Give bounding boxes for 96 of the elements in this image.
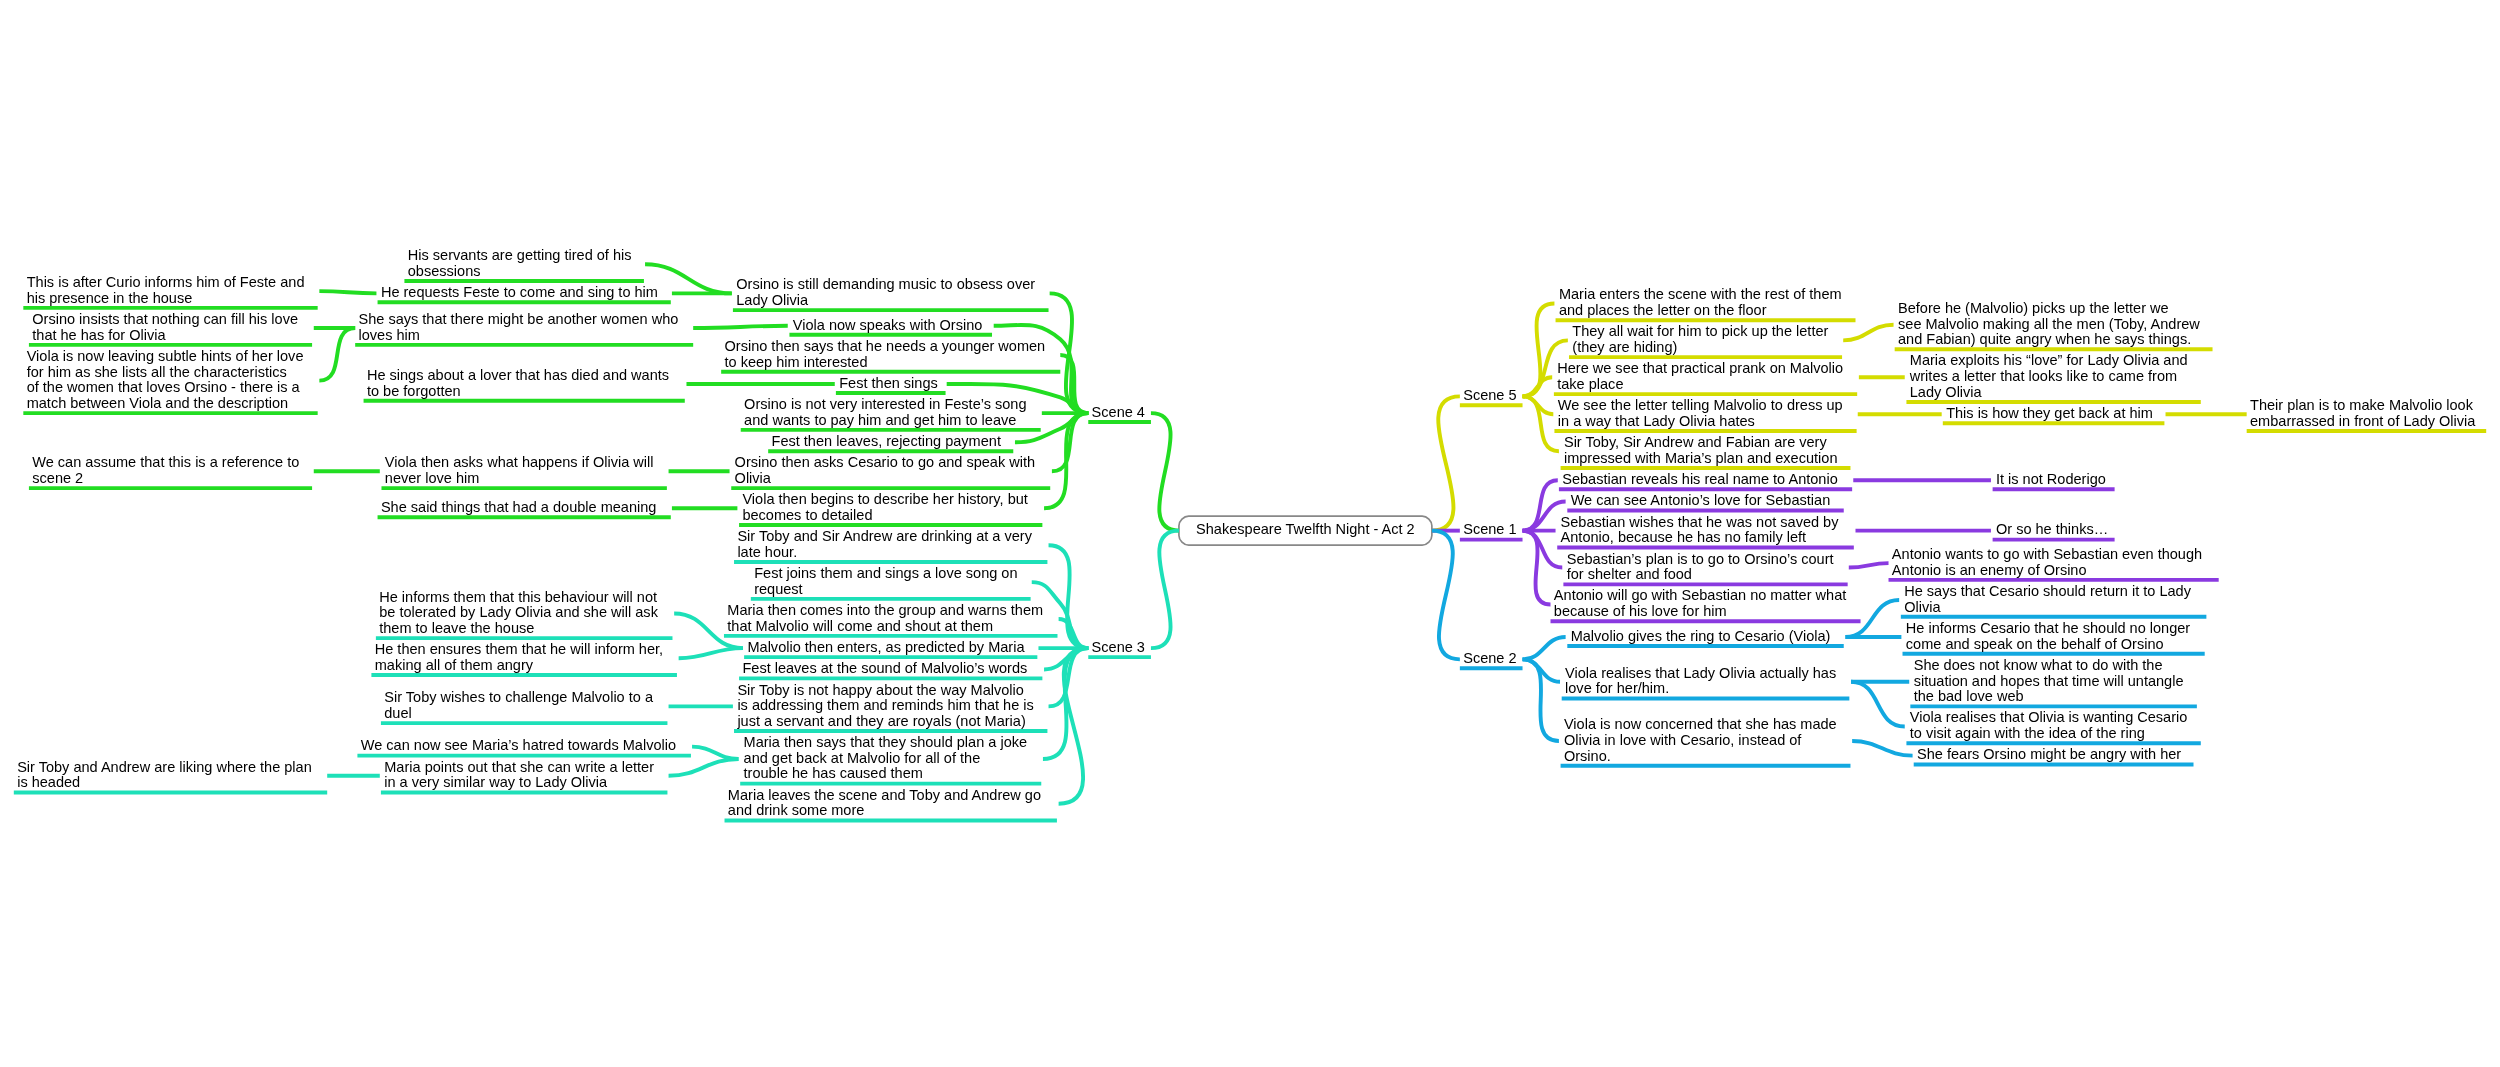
connector xyxy=(1522,337,1569,398)
connector xyxy=(1522,393,1560,453)
connector xyxy=(313,468,380,473)
node-text: Before he (Malvolio) picks up the letter we see Malvolio making all the men (Toby, Andrew and Fabian) quite angry when he says things. xyxy=(1898,299,2200,347)
node-text: She does not know what to do with the situation and hopes that time will untangle the bad love web xyxy=(1913,656,2184,704)
connector xyxy=(671,505,738,510)
node-box: Shakespeare Twelfth Night - Act 2 xyxy=(1178,514,1433,546)
node-text: He sings about a lover that has died and wants to be forgotten xyxy=(366,366,670,399)
node-text: Maria enters the scene with the rest of them and places the letter on the floor xyxy=(1558,285,1842,318)
node-text: Viola then asks what happens if Olivia will never love him xyxy=(384,453,654,486)
connector xyxy=(1848,560,1889,570)
node-text: We see the letter telling Malvolio to dress up in a way that Lady Olivia hates xyxy=(1557,396,1843,429)
node-text: We can assume that this is a reference to scene 2 xyxy=(32,453,300,486)
connector xyxy=(693,323,788,330)
node-text: He requests Feste to come and sing to him xyxy=(380,283,658,300)
node-text: Scene 2 xyxy=(1463,649,1517,666)
node-text: His servants are getting tired of his obsessions xyxy=(407,246,632,279)
node-text: We can now see Maria’s hatred towards Malvolio xyxy=(360,736,677,753)
connector xyxy=(1522,374,1553,398)
node-text: Orsino then says that he needs a younger women to keep him interested xyxy=(724,337,1046,370)
node-text: Sebastian reveals his real name to Antonio xyxy=(1562,470,1838,487)
connector xyxy=(1522,528,1551,606)
connector xyxy=(1858,374,1905,379)
node-text: Scene 1 xyxy=(1463,520,1517,537)
node-text: Orsino then asks Cesario to go and speak with Olivia xyxy=(734,453,1036,486)
connector xyxy=(1857,411,1942,416)
node-text: Malvolio then enters, as predicted by Maria xyxy=(747,638,1025,655)
node-text: Sir Toby, Sir Andrew and Fabian are very impressed with Maria’s plan and execution xyxy=(1563,433,1838,466)
connector xyxy=(644,261,732,295)
node-text: Maria then says that they should plan a joke and get back at Malvolio for all of the trouble he has caused them xyxy=(743,733,1028,781)
node-text: Orsino insists that nothing can fill his love that he has for Olivia xyxy=(32,310,299,343)
connector xyxy=(1855,528,1991,533)
connector xyxy=(1522,301,1555,398)
node-text: Fest leaves at the sound of Malvolio’s words xyxy=(742,659,1028,676)
node-text: Their plan is to make Malvolio look embarrassed in front of Lady Olivia xyxy=(2250,396,2476,429)
connector xyxy=(1058,645,1089,806)
connector xyxy=(1853,477,1991,482)
node-text: This is after Curio informs him of Feste and his presence in the house xyxy=(26,273,305,306)
node-text: Viola then begins to describe her history, but becomes to detailed xyxy=(742,490,1028,523)
node-text: Sir Toby is not happy about the way Malvolio is addressing them and reminds him that he is just a servant and they are royals (not Maria) xyxy=(737,681,1034,729)
node-text: Orsino is not very interested in Feste’s song and wants to pay him and get him to leave xyxy=(744,395,1027,428)
node-text: She fears Orsino might be angry with her xyxy=(1917,745,2182,762)
connector xyxy=(686,381,835,386)
node-text: Malvolio gives the ring to Cesario (Viola) xyxy=(1570,627,1831,644)
connector xyxy=(668,756,739,778)
connector xyxy=(668,703,733,708)
connector xyxy=(1522,499,1566,533)
connector xyxy=(319,325,356,383)
node-text: Sir Toby wishes to challenge Malvolio to a duel xyxy=(384,688,653,721)
node-text: Scene 4 xyxy=(1091,403,1145,420)
node-text: Orsino is still demanding music to obsess over Lady Olivia xyxy=(736,275,1036,308)
connector xyxy=(1043,410,1089,510)
node-text: Fest joins them and sings a love song on request xyxy=(754,564,1018,597)
connector xyxy=(327,773,380,778)
node-text: They all wait for him to pick up the letter (they are hiding) xyxy=(1572,322,1829,355)
node-text: Maria then comes into the group and warns them that Malvolio will come and shout at them xyxy=(727,601,1044,634)
node-text: Scene 5 xyxy=(1463,386,1517,403)
node-text: Viola is now concerned that she has made Olivia in love with Cesario, instead of Orsino. xyxy=(1563,715,1837,764)
connector xyxy=(1845,597,1900,639)
node-text: He then ensures them that he will inform her, making all of them angry xyxy=(374,640,664,673)
connector xyxy=(1843,322,1894,342)
node-text: Or so he thinks… xyxy=(1995,520,2109,537)
connector xyxy=(319,288,377,295)
node-text: He says that Cesario should return it to Lady Olivia xyxy=(1904,582,2191,615)
node-text: Viola realises that Lady Olivia actually has love for her/him. xyxy=(1565,664,1837,696)
connector xyxy=(1850,679,1905,728)
node-text: Here we see that practical prank on Malvolio take place xyxy=(1557,359,1844,392)
node-text: He informs Cesario that he should no longer come and speak on the behalf of Orsino xyxy=(1905,619,2191,652)
node-text: Maria leaves the scene and Toby and Andrew go and drink some more xyxy=(727,786,1042,818)
node-text: This is how they get back at him xyxy=(1946,404,2153,421)
connector xyxy=(1522,634,1566,661)
connector xyxy=(671,290,732,295)
node-text: Fest then leaves, rejecting payment xyxy=(771,432,1001,449)
node-text: Sebastian wishes that he was not saved by Antonio, because he has no family left xyxy=(1560,513,1839,545)
node-text: Scene 3 xyxy=(1091,638,1145,655)
connector xyxy=(2165,411,2247,416)
connector xyxy=(1852,738,1913,758)
node-text: She says that there might be another women who loves him xyxy=(358,310,679,343)
node-text: Maria points out that she can write a letter in a very similar way to Lady Olivia xyxy=(384,758,655,790)
node-text: Viola now speaks with Orsino xyxy=(792,316,983,333)
node-text: Viola realises that Olivia is wanting Cesario to visit again with the idea of the ring xyxy=(1909,708,2188,741)
node-text: He informs them that this behaviour will not be tolerated by Lady Olivia and she will ask them to leave the house xyxy=(379,588,658,636)
node-text: We can see Antonio’s love for Sebastian xyxy=(1570,491,1831,508)
node-text: Antonio wants to go with Sebastian even though Antonio is an enemy of Orsino xyxy=(1891,545,2203,578)
connector xyxy=(1845,634,1902,639)
node-text: Fest then sings xyxy=(839,374,938,391)
connector xyxy=(668,468,730,473)
node-text: Sir Toby and Sir Andrew are drinking at a very late hour. xyxy=(737,527,1032,560)
node-text: Maria exploits his “love” for Lady Olivia and writes a letter that looks like to came from Lady Olivia xyxy=(1909,351,2188,400)
node-text: Sebastian’s plan is to go to Orsino’s court for shelter and food xyxy=(1566,550,1834,582)
connector xyxy=(678,645,744,660)
node-text: Antonio will go with Sebastian no matter what because of his love for him xyxy=(1553,586,1847,619)
node-text: Sir Toby and Andrew are liking where the plan is headed xyxy=(17,758,312,790)
node-text: It is not Roderigo xyxy=(1995,470,2106,487)
node-text: She said things that had a double meaning xyxy=(380,498,657,515)
node-text: Viola is now leaving subtle hints of her love for him as she lists all the characteristics of the women that loves Orsino - there is a match between Viola and the description xyxy=(26,347,304,411)
